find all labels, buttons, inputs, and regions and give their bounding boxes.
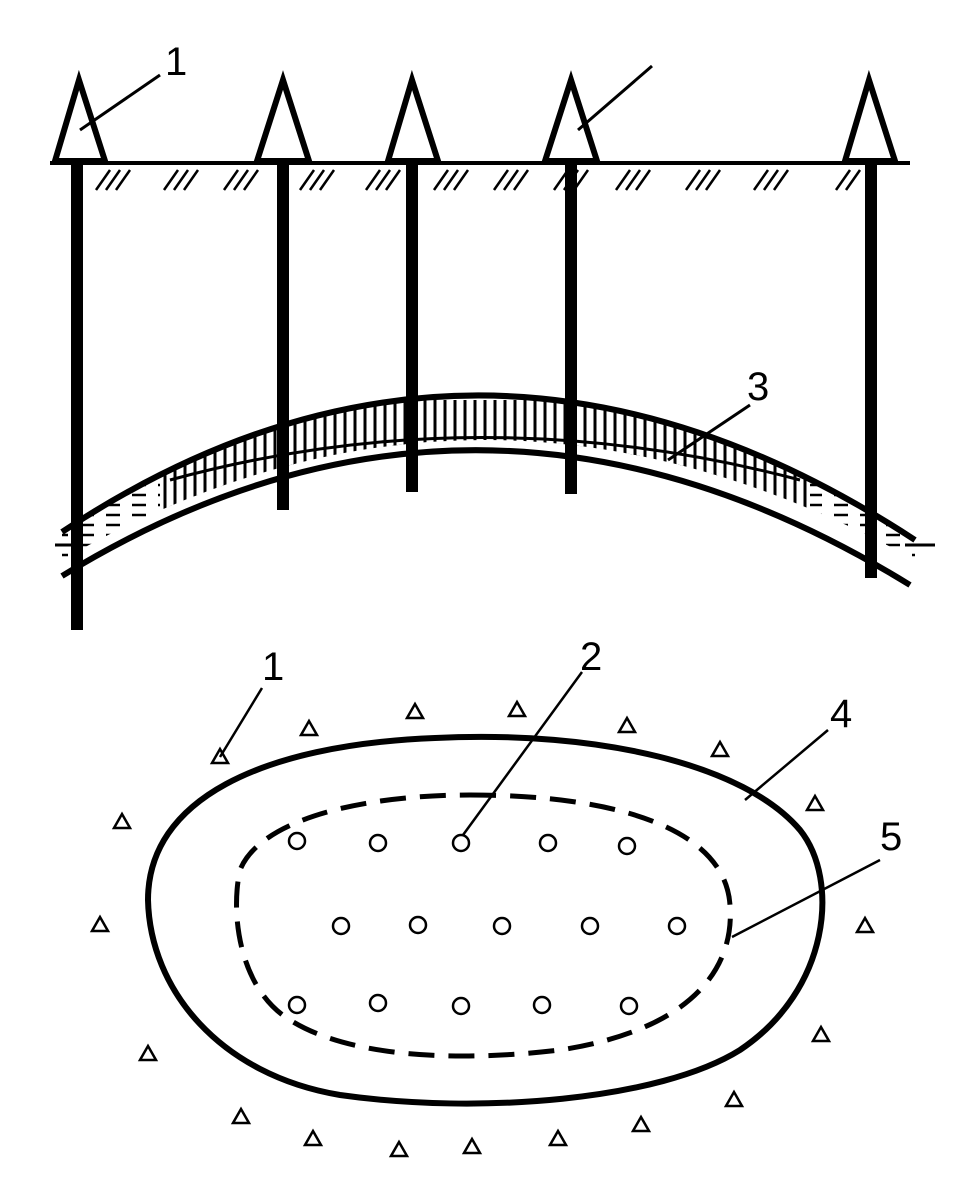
leader-line-2 [461,671,584,836]
leader-line-3 [667,403,751,462]
small-triangle-icon [804,793,826,812]
well-circle-icon [532,995,552,1015]
small-triangle-icon [404,701,426,720]
label-2: 2 [580,635,602,679]
well-circle-icon [368,993,388,1013]
well-circle-icon [331,916,351,936]
leader-line-1-bottom [218,687,264,758]
label-1-bottom: 1 [262,645,284,689]
small-triangle-icon [630,1114,652,1133]
well-circle-icon [368,833,388,853]
small-triangle-icon [230,1106,252,1125]
perimeter-sensors [89,699,876,1158]
small-triangle-icon [854,915,876,934]
small-triangle-icon [111,811,133,830]
sensor-triangle-icon [540,70,602,164]
small-triangle-icon [547,1128,569,1147]
small-triangle-icon [810,1024,832,1043]
label-4: 4 [830,692,852,736]
well-circle-icon [580,916,600,936]
leader-line-unlabeled [577,64,653,132]
small-triangle-icon [506,699,528,718]
ground-hatching [94,169,862,191]
layer-bottom-boundary [60,447,912,588]
plan-view: 1 2 4 5 [89,635,902,1158]
small-triangle-icon [723,1089,745,1108]
section-view: 1 3 [50,40,935,630]
surface-sensors [50,69,900,164]
layer-top-boundary [60,392,917,543]
well-circle-icon [667,916,687,936]
well-circle-icon [287,995,307,1015]
sensor-triangle-icon [252,70,314,164]
well [406,163,418,492]
outer-contour [144,733,826,1107]
well-circle-icon [451,833,471,853]
well [277,163,289,510]
well [565,163,577,494]
well-circle-icon [617,836,637,856]
small-triangle-icon [461,1136,483,1155]
small-triangle-icon [137,1043,159,1062]
small-triangle-icon [302,1128,324,1147]
sensor-triangle-icon [840,69,900,164]
label-3: 3 [747,365,769,409]
small-triangle-icon [616,715,638,734]
well [865,163,877,578]
label-5: 5 [880,815,902,859]
well-circle-icon [538,833,558,853]
small-triangle-icon [388,1139,410,1158]
well [71,163,83,630]
well-circle-icon [619,996,639,1016]
well-circle-icon [492,916,512,936]
well-circle-icon [451,996,471,1016]
inner-dashed-contour [234,792,733,1059]
label-1-top: 1 [165,40,187,84]
leader-line-4 [744,729,829,801]
hatched-zone-lower-edge [169,436,801,482]
sensor-triangle-icon [383,69,443,164]
small-triangle-icon [89,914,111,933]
leader-line-5 [731,858,881,939]
reservoir-layer [55,392,935,588]
wells [71,163,877,630]
small-triangle-icon [298,718,320,737]
leader-line-1-top [79,73,161,132]
well-circles [287,831,687,1016]
sensor-triangle-icon [50,69,110,164]
well-circle-icon [287,831,307,851]
small-triangle-icon [709,739,731,758]
well-circle-icon [408,915,428,935]
